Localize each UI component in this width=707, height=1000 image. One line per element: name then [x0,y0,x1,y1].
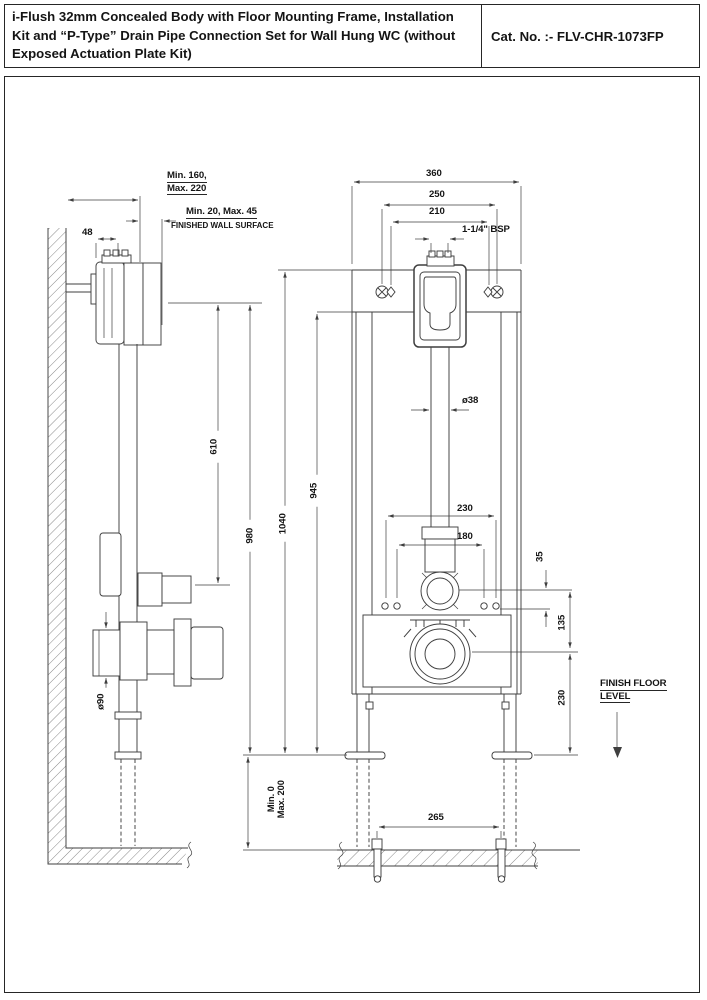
label-inlet-thread: 1-1/4" BSP [462,224,510,235]
dim-1040: 1040 [277,505,289,542]
dimension-lines [68,180,622,851]
dim-flush-pipe-diameter: ø38 [462,395,479,406]
dim-230-right: 230 [556,683,568,712]
dim-depth-range: Min. 160, Max. 220 [167,170,207,195]
finish-floor-arrow [613,747,622,758]
front-view [337,250,580,883]
drawing-frame [4,76,700,993]
dim-wall-offset: 48 [82,227,93,238]
label-finish-floor-line1: FINISH FLOOR [600,678,667,691]
label-finish-floor-line2: LEVEL [600,690,631,703]
dim-135: 135 [556,608,568,637]
dim-depth-range-line2: Max. 220 [167,182,207,195]
dim-bolt-centers: 265 [428,812,444,823]
dim-leg-adjust-range: Min. 0 Max. 200 [265,773,287,826]
dim-bracket-centers: 210 [429,206,445,217]
header: i-Flush 32mm Concealed Body with Floor M… [4,4,700,68]
dim-leg-min: Min. 0 [265,786,276,813]
dim-fixing-centers: 250 [429,189,445,200]
label-finish-floor-level: FINISH FLOOR LEVEL [600,678,667,703]
dim-945: 945 [308,474,320,507]
dim-drain-diameter: ø90 [95,687,107,716]
dim-depth-range-line1: Min. 160, [167,170,207,183]
dim-980: 980 [244,519,256,552]
dim-610: 610 [208,430,220,463]
label-finished-wall-surface: FINISHED WALL SURFACE [171,221,274,230]
dim-35: 35 [534,545,546,568]
side-view [47,219,224,869]
dim-leg-max: Max. 200 [276,780,286,819]
dim-wall-finish-range: Min. 20, Max. 45 [186,206,257,219]
dim-outlet-centers: 230 [457,503,473,514]
catalog-number: Cat. No. :- FLV-CHR-1073FP [491,28,664,44]
dim-fixing-holes: 180 [457,531,473,542]
dim-frame-width: 360 [426,168,442,179]
product-title: i-Flush 32mm Concealed Body with Floor M… [5,5,482,67]
